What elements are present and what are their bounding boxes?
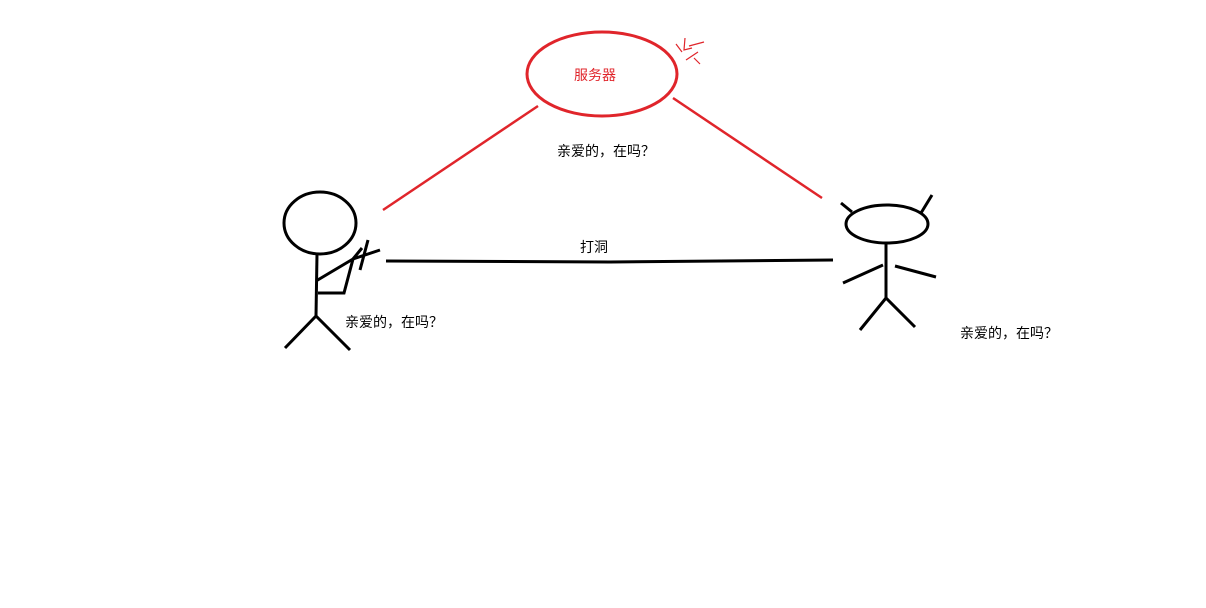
right-person bbox=[840, 194, 937, 331]
left-person-hand bbox=[351, 239, 381, 271]
left-to-server-line bbox=[382, 104, 539, 212]
server-ellipse bbox=[525, 30, 679, 118]
left-person bbox=[282, 190, 381, 352]
left-person-legs bbox=[283, 313, 352, 352]
left-person-arm bbox=[315, 255, 356, 295]
right-to-server-line bbox=[672, 96, 823, 200]
server-message-label: 亲爱的，在吗？ bbox=[557, 144, 655, 160]
right-person-message: 亲爱的，在吗？ bbox=[960, 326, 1058, 342]
right-person-arm-right bbox=[894, 264, 937, 279]
server-node bbox=[525, 30, 705, 118]
server-label: 服务器 bbox=[574, 68, 616, 84]
right-person-antenna-right bbox=[919, 194, 934, 214]
right-person-antenna-left bbox=[840, 201, 853, 214]
hole-punch-line bbox=[385, 258, 834, 264]
right-person-head bbox=[844, 203, 930, 245]
right-person-legs bbox=[858, 295, 917, 331]
left-person-head bbox=[282, 190, 358, 256]
left-person-body bbox=[314, 253, 319, 317]
server-scribble bbox=[675, 37, 705, 65]
right-person-arm-left bbox=[842, 263, 884, 285]
hole-punch-label: 打洞 bbox=[580, 240, 608, 256]
left-person-message: 亲爱的，在吗？ bbox=[345, 315, 443, 331]
